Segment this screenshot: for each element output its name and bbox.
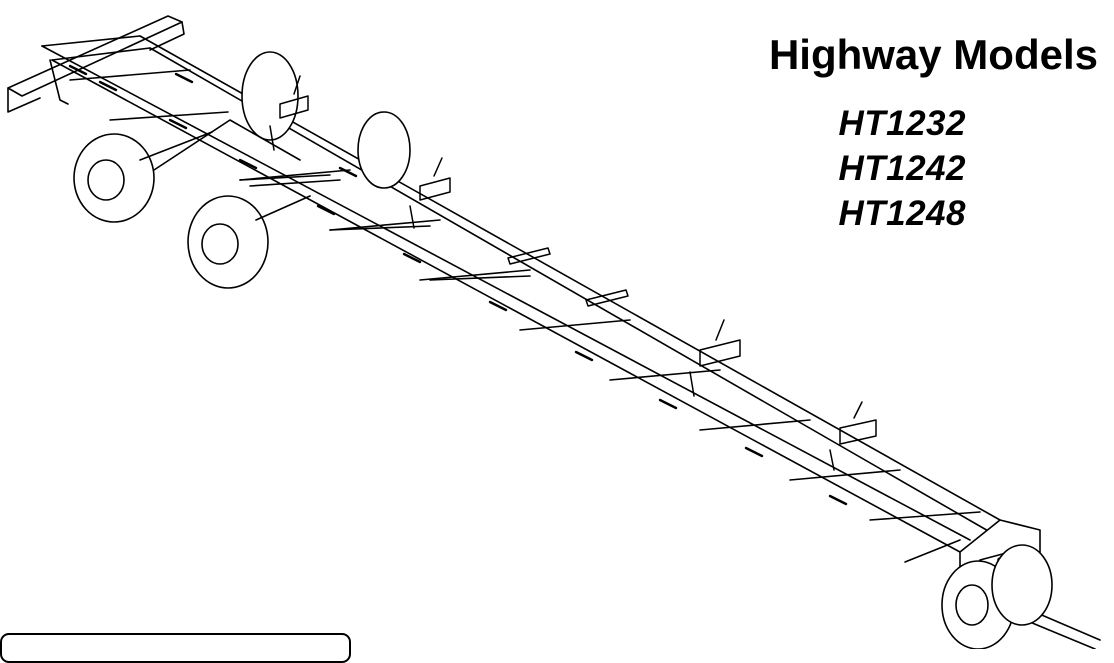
bottom-label-box <box>0 633 351 663</box>
rear-bumper <box>7 15 185 113</box>
manual-cover: Highway Models HT1232 HT1242 HT1248 <box>0 15 1101 663</box>
front-wheels <box>941 544 1053 649</box>
rail-slots <box>68 64 848 506</box>
header-trailer-illustration <box>7 15 1101 649</box>
page-title: Highway Models <box>768 31 1098 78</box>
saddle-brackets <box>269 75 877 471</box>
model-number: HT1242 <box>838 149 966 188</box>
model-number: HT1248 <box>838 194 966 233</box>
rear-wheels <box>73 51 411 289</box>
model-number: HT1232 <box>838 104 966 143</box>
